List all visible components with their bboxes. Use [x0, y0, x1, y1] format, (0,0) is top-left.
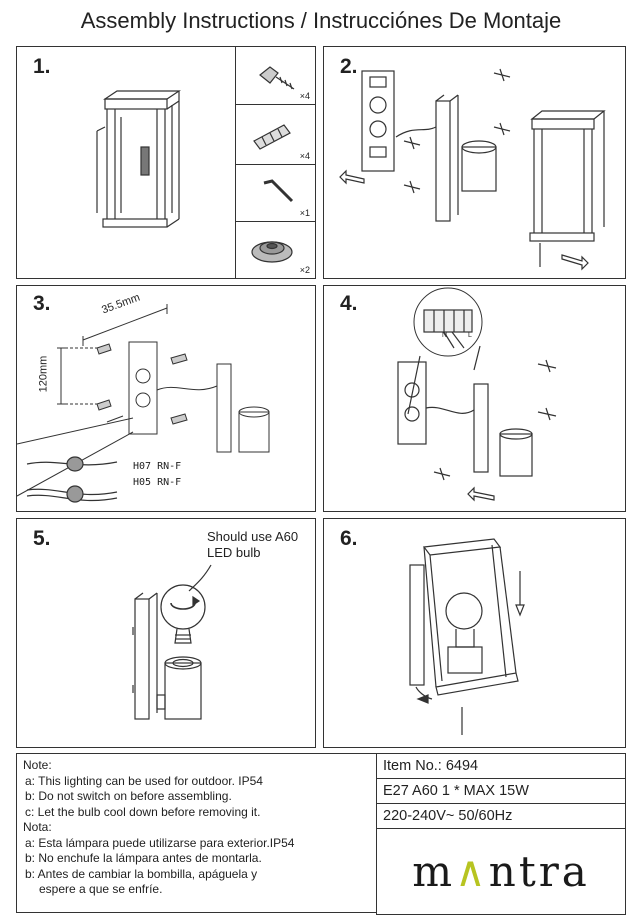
page-title: Assembly Instructions / Instrucciónes De… — [80, 8, 562, 33]
note-en-a: a: This lighting can be used for outdoor… — [25, 773, 263, 788]
step-number: 4. — [340, 292, 358, 315]
step-3-illustration — [17, 304, 270, 503]
step-4-illustration — [397, 287, 557, 502]
note-header-es: Nota: — [23, 820, 52, 834]
part-allen-key: ×1 — [236, 165, 316, 222]
screw-icon — [259, 66, 295, 90]
spec-box: Item No.: 6494 E27 A60 1 * MAX 15W 220-2… — [376, 753, 626, 915]
voltage-spec: 220-240V~ 50/60Hz — [377, 804, 625, 829]
brand-logo: m∧ntra — [412, 847, 590, 896]
step-5-illustration — [132, 564, 212, 720]
note-es-c-continued: espere a que se enfríe. — [39, 882, 163, 896]
step-number: 1. — [33, 55, 51, 78]
step-3-panel: 3. 35.5mm 120mm H07 RN-F H05 RN-F — [16, 285, 316, 512]
wall-plug-icon — [253, 124, 291, 150]
part-qty: ×1 — [299, 208, 310, 218]
part-screw: ×4 — [236, 47, 316, 105]
bulb-note-line-1: Should use A60 — [207, 529, 299, 544]
step-2-illustration — [339, 68, 606, 271]
part-qty: ×4 — [299, 91, 310, 101]
step-6-illustration — [409, 538, 525, 735]
part-qty: ×2 — [299, 265, 310, 275]
terminal-n-label: N — [442, 332, 448, 339]
note-header-en: Note: — [23, 758, 52, 772]
step-2-panel: 2. — [323, 46, 626, 279]
vertical-dimension: 120mm — [37, 355, 50, 393]
part-wall-plug: ×4 — [236, 105, 316, 165]
parts-list: ×4 ×4 ×1 × — [235, 47, 316, 278]
step-4-panel: 4. N L — [323, 285, 626, 512]
notes-box: Note: a: This lighting can be used for o… — [16, 753, 376, 913]
step-number: 2. — [340, 55, 358, 78]
note-es-b: b: No enchufe la lámpara antes de montar… — [25, 851, 262, 865]
part-qty: ×4 — [299, 151, 310, 161]
note-en-c: c: Let the bulb cool down before removin… — [25, 804, 261, 819]
part-cable-gland: ×2 — [236, 222, 316, 278]
note-es-a: a: Esta lámpara puede utilizarse para ex… — [25, 835, 295, 850]
cable-gland-icon — [251, 241, 293, 263]
logo-accent: ∧ — [455, 847, 489, 896]
step-number: 3. — [33, 292, 51, 315]
bulb-recommendation: Should use A60 LED bulb — [207, 529, 298, 561]
cable-type-2: H05 RN-F — [133, 477, 182, 488]
step-number: 6. — [340, 527, 358, 550]
step-5-panel: 5. Should use A60 LED bulb — [16, 518, 316, 748]
step-1-lamp-illustration — [96, 90, 181, 228]
cable-type-1: H07 RN-F — [133, 461, 182, 472]
bulb-note-line-2: LED bulb — [207, 545, 261, 560]
step-1-panel: 1. ×4 ×4 ×1 — [16, 46, 316, 279]
step-number: 5. — [33, 527, 51, 550]
step-6-panel: 6. — [323, 518, 626, 748]
allen-key-icon — [263, 179, 294, 203]
item-number: Item No.: 6494 — [377, 754, 625, 779]
note-en-b: b: Do not switch on before assembling. — [25, 789, 232, 803]
bulb-spec: E27 A60 1 * MAX 15W — [377, 779, 625, 804]
note-es-c: b: Antes de cambiar la bombilla, apáguel… — [25, 866, 258, 881]
terminal-l-label: L — [468, 332, 472, 339]
